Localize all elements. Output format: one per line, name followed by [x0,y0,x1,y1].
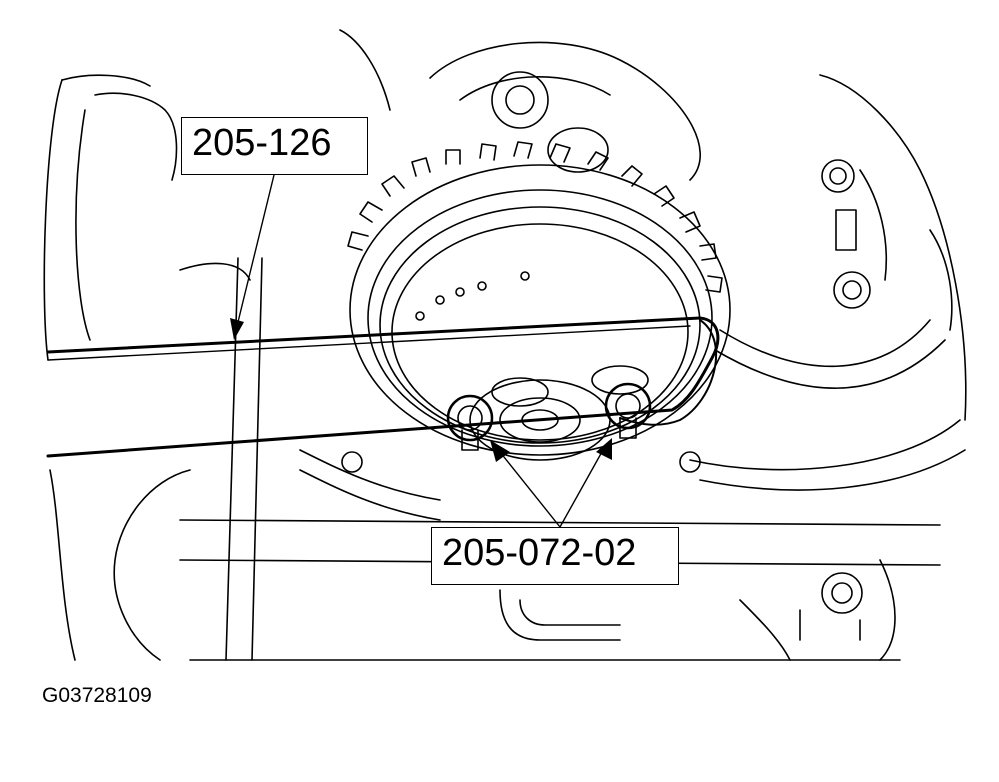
tool-callout-205-072-02: 205-072-02 [431,527,679,585]
leader-lines [237,174,604,528]
holding-tool-bar [46,316,720,458]
figure-id: G03728109 [42,684,152,707]
tool-bolts [446,365,652,451]
crankshaft-reluctor-ring [347,141,731,456]
arrowheads [230,318,612,462]
engine-block-outline [43,29,967,661]
drive-belt [299,319,966,521]
upper-sprocket [429,41,701,181]
tool-callout-205-126: 205-126 [181,117,368,175]
vertical-rod [225,257,263,661]
engine-bolts [341,159,871,641]
